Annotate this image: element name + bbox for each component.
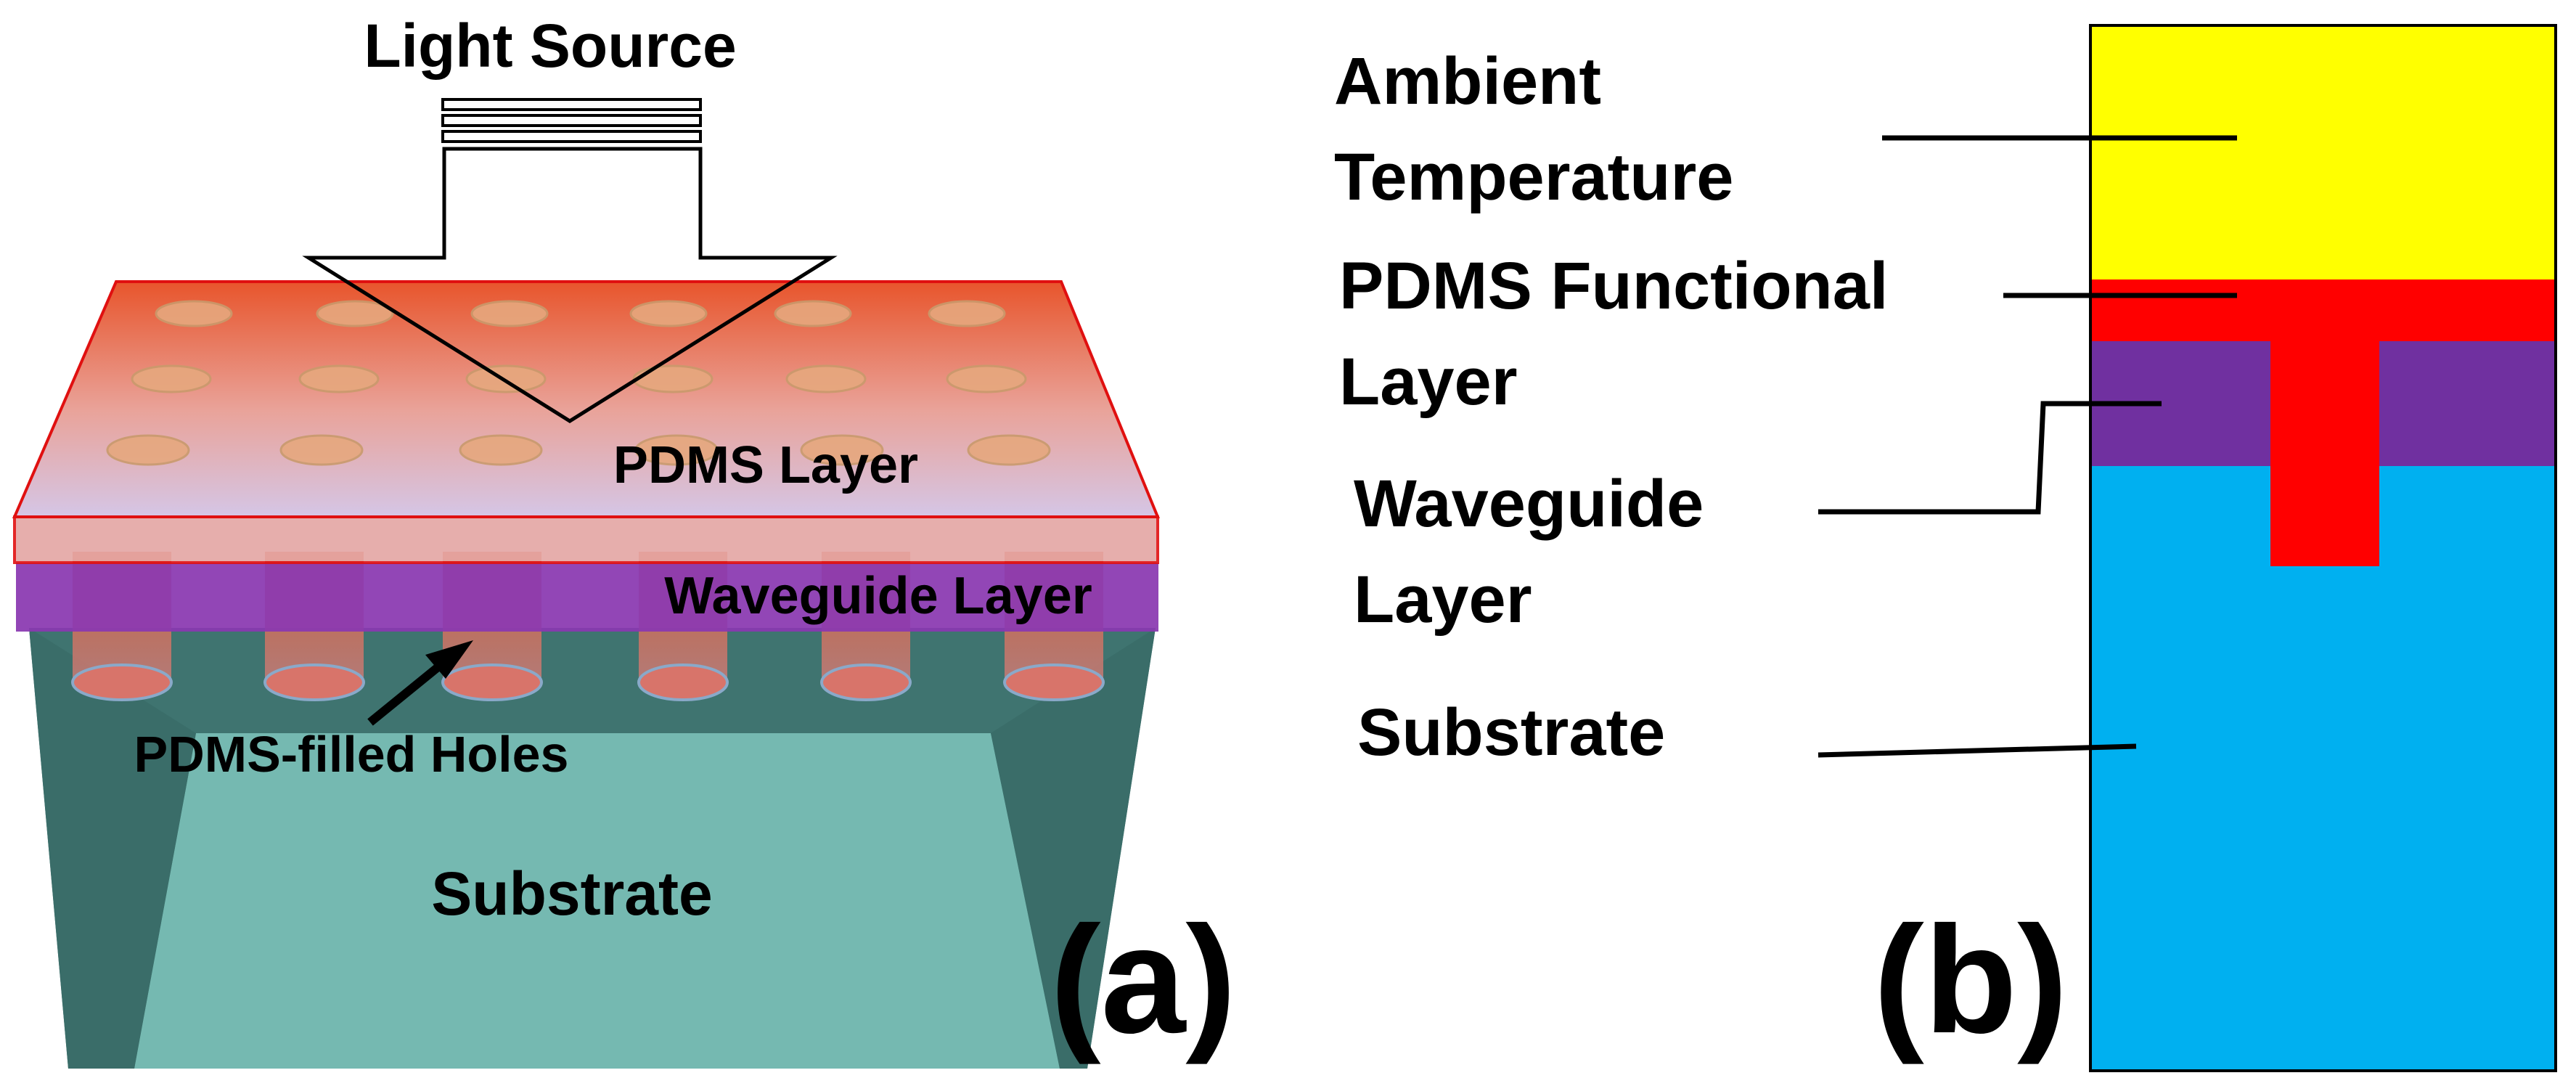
cross-section-border <box>2089 24 2557 1072</box>
holes-label: PDMS-filled Holes <box>134 726 569 783</box>
ambient-region <box>2090 25 2556 279</box>
panel-a: Light Source PDMS Layer Waveguide Layer … <box>12 12 1237 1069</box>
waveguide-label-line1: Waveguide <box>1354 467 1704 541</box>
cross-section <box>2089 24 2557 1072</box>
holes-pointer-arrow <box>367 640 473 726</box>
panel-b: Ambient Temperature PDMS Functional Laye… <box>1334 24 2557 1072</box>
pdms-layer-label: PDMS Layer <box>613 436 918 494</box>
pdms-filled-hole-region <box>2270 341 2379 566</box>
substrate-label-a: Substrate <box>431 860 712 928</box>
surface-holes <box>106 300 1051 466</box>
pdms-functional-label-line1: PDMS Functional <box>1339 249 1888 323</box>
pdms-functional-label-line2: Layer <box>1339 345 1518 419</box>
light-source-arrow <box>302 98 838 423</box>
substrate-label-b: Substrate <box>1357 695 1665 769</box>
waveguide-layer <box>16 563 1158 632</box>
light-source-label: Light Source <box>364 12 736 80</box>
ambient-label-line1: Ambient <box>1334 44 1601 118</box>
panel-a-tag: (a) <box>1050 894 1237 1065</box>
panel-b-tag: (b) <box>1873 894 2068 1065</box>
waveguide-layer-label: Waveguide Layer <box>664 567 1092 625</box>
leader-lines <box>1817 135 2237 758</box>
ambient-label-line2: Temperature <box>1334 140 1733 214</box>
substrate-block <box>29 628 1156 1069</box>
pdms-layer-front <box>13 515 1159 564</box>
pdms-functional-region <box>2090 279 2556 341</box>
waveguide-label-line2: Layer <box>1354 563 1532 637</box>
